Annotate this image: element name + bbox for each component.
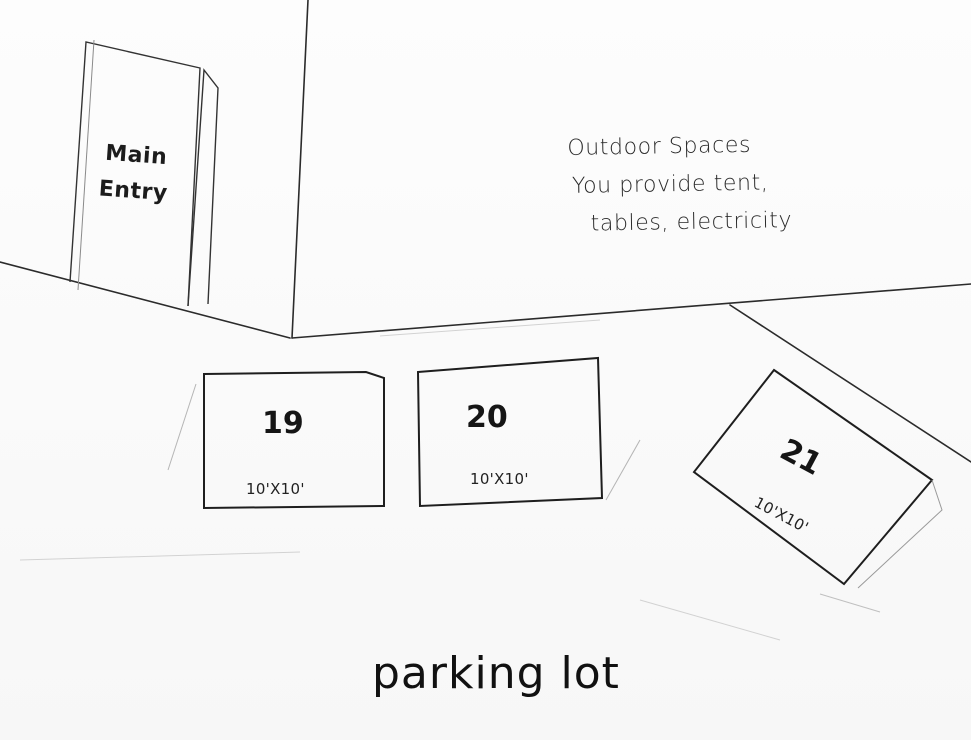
- note-line-2: You provide tent,: [571, 170, 769, 199]
- outdoor-spaces-note: Outdoor Spaces You provide tent, tables,…: [567, 126, 792, 244]
- space-20-number: 20: [466, 400, 508, 435]
- pencil-guides: [19, 319, 781, 641]
- wall-front: [291, 283, 971, 339]
- wall-left: [0, 261, 291, 339]
- door-frame: [69, 41, 201, 307]
- door-jamb: [187, 68, 219, 307]
- building-walls: [0, 0, 971, 463]
- wall-right: [729, 304, 971, 463]
- space-19-size: 10'X10': [246, 480, 305, 498]
- main-entry-label: Main Entry: [98, 136, 172, 212]
- door-edge-shadow: [77, 39, 95, 291]
- space-21-outline: [692, 368, 943, 613]
- parking-lot-label: parking lot: [372, 648, 620, 699]
- space-19-outline: [167, 370, 385, 510]
- note-line-3: tables, electricity: [590, 208, 793, 237]
- space-20-outline: [416, 356, 641, 508]
- space-19-number: 19: [262, 406, 304, 441]
- note-line-1: Outdoor Spaces: [567, 132, 752, 161]
- main-entry-line-2: Entry: [97, 176, 169, 207]
- wall-corner: [291, 0, 309, 339]
- main-entry-line-1: Main: [104, 140, 169, 171]
- main-entry-door: [69, 39, 219, 307]
- space-20-size: 10'X10': [470, 470, 529, 488]
